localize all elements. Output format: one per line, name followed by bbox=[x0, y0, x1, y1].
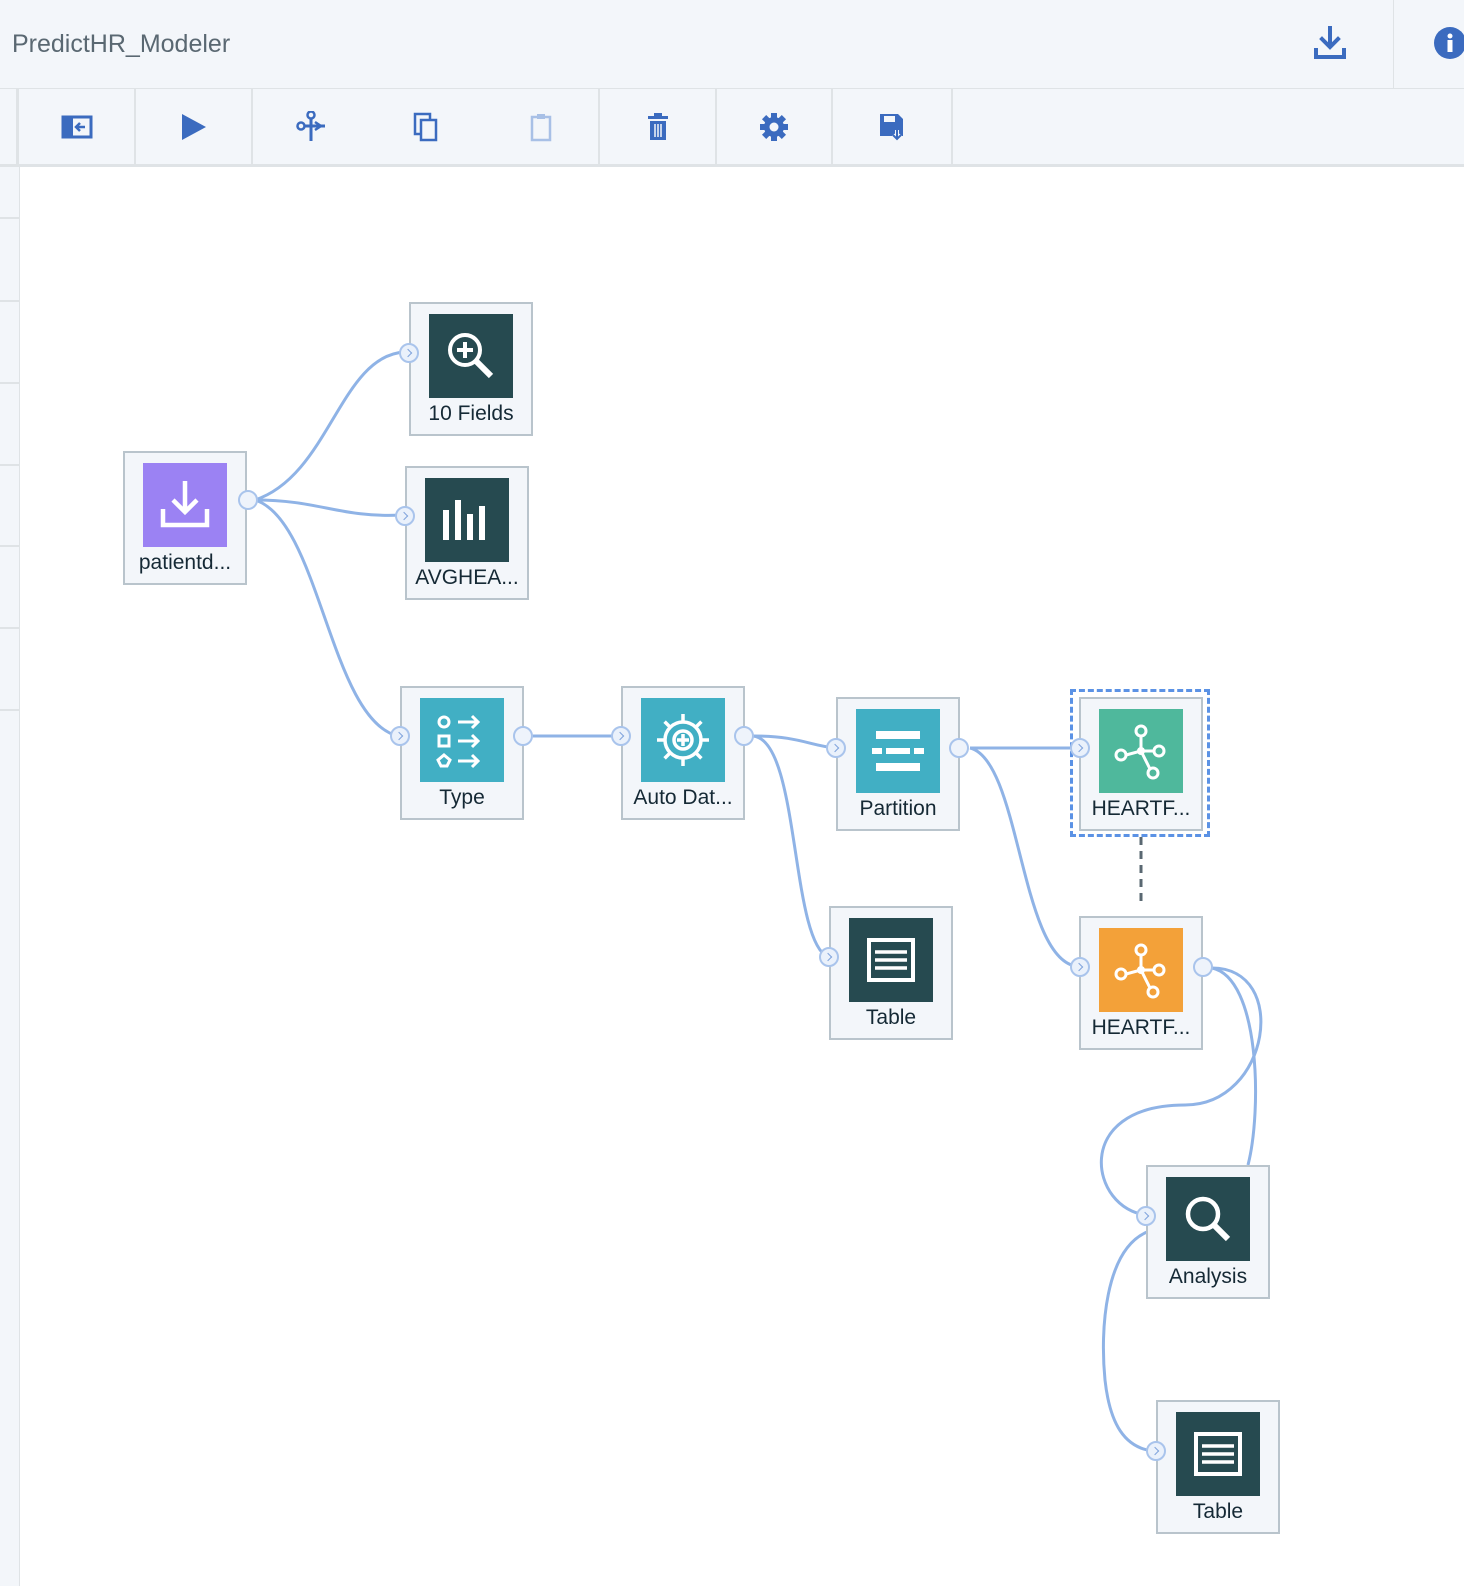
node-label: 10 Fields bbox=[428, 402, 514, 425]
delete-button[interactable] bbox=[600, 89, 717, 164]
rail-divider bbox=[0, 709, 19, 711]
input-port[interactable] bbox=[390, 726, 410, 746]
trash-icon bbox=[647, 112, 668, 140]
node-data-audit[interactable]: 10 Fields bbox=[409, 302, 533, 436]
info-icon[interactable] bbox=[1433, 26, 1464, 60]
node-label: HEARTF... bbox=[1091, 797, 1191, 820]
flow-title: PredictHR_Modeler bbox=[12, 30, 231, 58]
output-port[interactable] bbox=[949, 738, 969, 758]
node-partition[interactable]: Partition bbox=[836, 697, 960, 831]
output-port[interactable] bbox=[513, 726, 533, 746]
toolbar bbox=[0, 89, 1464, 167]
rail-divider bbox=[0, 545, 19, 547]
rail-divider bbox=[0, 300, 19, 302]
auto-data-prep-icon bbox=[641, 698, 725, 782]
rail-divider bbox=[0, 627, 19, 629]
input-port[interactable] bbox=[1070, 738, 1090, 758]
input-port[interactable] bbox=[826, 738, 846, 758]
model-network-icon bbox=[1099, 709, 1183, 793]
rail-divider bbox=[0, 217, 19, 219]
toggle-palette-button[interactable] bbox=[19, 89, 136, 164]
input-port[interactable] bbox=[819, 947, 839, 967]
node-table[interactable]: Table bbox=[829, 906, 953, 1040]
clipboard-icon bbox=[530, 113, 551, 141]
table-icon bbox=[1176, 1412, 1260, 1496]
node-label: AVGHEA... bbox=[415, 566, 519, 589]
input-port[interactable] bbox=[1136, 1206, 1156, 1226]
input-port[interactable] bbox=[399, 343, 419, 363]
node-label: Table bbox=[1192, 1500, 1244, 1523]
cut-button[interactable] bbox=[253, 89, 368, 164]
node-auto-data-prep[interactable]: Auto Dat... bbox=[621, 686, 745, 820]
play-icon bbox=[181, 113, 206, 140]
import-icon bbox=[143, 463, 227, 547]
node-table[interactable]: Table bbox=[1156, 1400, 1280, 1534]
node-label: Partition bbox=[859, 797, 937, 820]
histogram-icon bbox=[425, 478, 509, 562]
node-label: Analysis bbox=[1168, 1265, 1248, 1288]
partition-icon bbox=[856, 709, 940, 793]
download-icon[interactable] bbox=[1310, 24, 1350, 64]
node-graph[interactable]: AVGHEA... bbox=[405, 466, 529, 600]
toolbar-edge bbox=[16, 89, 19, 164]
node-label: HEARTF... bbox=[1091, 1016, 1191, 1039]
node-patientdata[interactable]: patientd... bbox=[123, 451, 247, 585]
output-port[interactable] bbox=[238, 490, 258, 510]
run-button[interactable] bbox=[136, 89, 253, 164]
settings-button[interactable] bbox=[717, 89, 833, 164]
selection-frame bbox=[1070, 689, 1210, 837]
analysis-icon bbox=[1166, 1177, 1250, 1261]
save-icon bbox=[880, 113, 903, 142]
output-port[interactable] bbox=[734, 726, 754, 746]
node-analysis[interactable]: Analysis bbox=[1146, 1165, 1270, 1299]
node-label: Auto Dat... bbox=[633, 786, 733, 809]
node-type[interactable]: Type bbox=[400, 686, 524, 820]
copy-icon bbox=[413, 112, 437, 141]
table-icon bbox=[849, 918, 933, 1002]
flow-canvas[interactable] bbox=[20, 167, 1464, 1586]
paste-button[interactable] bbox=[483, 89, 600, 164]
gear-icon bbox=[760, 112, 788, 141]
output-port[interactable] bbox=[1193, 957, 1213, 977]
input-port[interactable] bbox=[1146, 1441, 1166, 1461]
header-divider bbox=[1393, 0, 1394, 88]
data-audit-icon bbox=[429, 314, 513, 398]
node-model-builder[interactable]: HEARTF... bbox=[1079, 697, 1203, 831]
node-label: patientd... bbox=[138, 551, 232, 574]
copy-button[interactable] bbox=[368, 89, 483, 164]
palette-toggle-icon bbox=[61, 115, 92, 138]
type-icon bbox=[420, 698, 504, 782]
input-port[interactable] bbox=[395, 506, 415, 526]
input-port[interactable] bbox=[1070, 957, 1090, 977]
rail-divider bbox=[0, 382, 19, 384]
node-label: Type bbox=[439, 786, 485, 809]
input-port[interactable] bbox=[611, 726, 631, 746]
node-label: Table bbox=[865, 1006, 917, 1029]
rail-divider bbox=[0, 464, 19, 466]
palette-rail[interactable] bbox=[0, 167, 20, 1586]
scissors-icon bbox=[295, 110, 325, 141]
model-nugget-icon bbox=[1099, 928, 1183, 1012]
save-button[interactable] bbox=[833, 89, 953, 164]
header-bar: PredictHR_Modeler bbox=[0, 0, 1464, 89]
node-model-nugget[interactable]: HEARTF... bbox=[1079, 916, 1203, 1050]
